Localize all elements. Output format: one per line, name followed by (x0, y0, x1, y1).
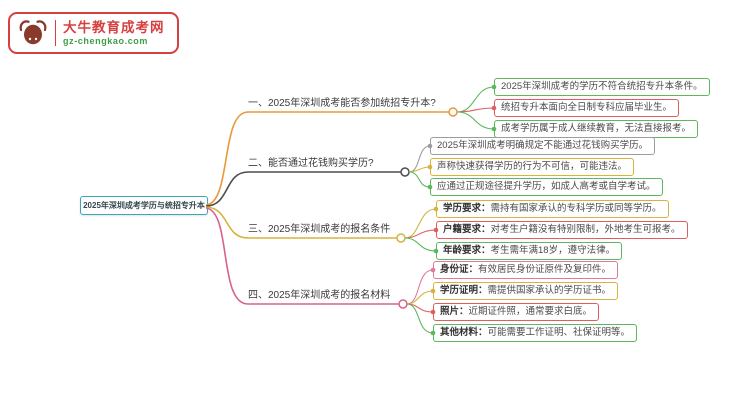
bull-icon (19, 20, 47, 45)
leaf-label: 学历证明： (440, 285, 488, 296)
leaf-item: 2025年深圳成考明确规定不能通过花钱购买学历。 (430, 137, 656, 155)
leaf-link (406, 269, 434, 305)
leaf-item: 年龄要求：考生需年满18岁，遵守法律。 (436, 242, 623, 260)
leaf-text: 有效居民身份证原件及复印件。 (478, 264, 612, 275)
leaf-item: 声称快速获得学历的行为不可信，可能违法。 (430, 158, 635, 176)
logo-domain-text: gz-chengkao.com (63, 36, 149, 47)
leaf-link (456, 111, 495, 130)
leaf-text: 对考生户籍没有特别限制，外地考生可报考。 (490, 224, 681, 235)
leaf-label: 其他材料： (440, 327, 488, 338)
leaf-link (408, 145, 431, 173)
leaf-item: 成考学历属于成人继续教育，无法直接报考。 (494, 120, 699, 138)
branch-4-hub (398, 299, 408, 309)
branch-topic-1: 一、2025年深圳成考能否参加统招专升本? (248, 98, 436, 109)
leaf-label: 户籍要求： (443, 224, 491, 235)
branch-topic-2: 二、能否通过花钱购买学历? (248, 158, 374, 169)
leaf-text: 2025年深圳成考的学历不符合统招专升本条件。 (501, 81, 703, 92)
leaf-text: 声称快速获得学历的行为不可信，可能违法。 (437, 161, 628, 172)
leaf-link (408, 166, 431, 173)
logo-divider (55, 20, 56, 46)
leaf-item: 学历证明：需提供国家承认的学历证书。 (433, 282, 619, 300)
leaf-text: 统招专升本面向全日制专科应届毕业生。 (501, 102, 673, 113)
leaf-item: 2025年深圳成考的学历不符合统招专升本条件。 (494, 78, 710, 96)
leaf-item: 户籍要求：对考生户籍没有特别限制，外地考生可报考。 (436, 221, 688, 239)
leaf-item: 其他材料：可能需要工作证明、社保证明等。 (433, 324, 638, 342)
leaf-link (456, 86, 495, 113)
leaf-link (404, 237, 437, 252)
leaf-label: 学历要求： (443, 203, 491, 214)
branch-topic-4: 四、2025年深圳成考的报名材料 (248, 290, 391, 301)
leaf-text: 应通过正规途径提升学历，如成人高考或自学考试。 (437, 181, 656, 192)
leaf-link (406, 303, 434, 334)
logo-brand-text: 大牛教育成考网 (63, 19, 165, 35)
leaf-item: 应通过正规途径提升学历，如成人高考或自学考试。 (430, 178, 663, 196)
leaf-link (404, 208, 437, 239)
leaf-text: 考生需年满18岁，遵守法律。 (490, 245, 616, 256)
site-logo: 大牛教育成考网 gz-chengkao.com (8, 12, 179, 54)
leaf-item: 身份证：有效居民身份证原件及复印件。 (433, 261, 619, 279)
leaf-item: 学历要求：需持有国家承认的专科学历或同等学历。 (436, 200, 669, 218)
leaf-text: 近期证件照，通常要求白底。 (468, 306, 593, 317)
leaf-link (406, 290, 434, 305)
leaf-text: 可能需要工作证明、社保证明等。 (487, 327, 631, 338)
leaf-link (408, 171, 431, 188)
leaf-label: 身份证： (440, 264, 479, 275)
leaf-text: 需持有国家承认的专科学历或同等学历。 (490, 203, 662, 214)
branch-2-hub (400, 167, 410, 177)
leaf-item: 统招专升本面向全日制专科应届毕业生。 (494, 99, 680, 117)
branch-2-link (205, 171, 401, 207)
root-node: 2025年深圳成考学历与统招专升本 (80, 196, 208, 215)
leaf-text: 2025年深圳成考明确规定不能通过花钱购买学历。 (437, 140, 649, 151)
leaf-text: 成考学历属于成人继续教育，无法直接报考。 (501, 123, 692, 134)
branch-3-hub (396, 233, 406, 243)
leaf-link (456, 107, 495, 113)
leaf-item: 照片：近期证件照，通常要求白底。 (433, 303, 600, 321)
leaf-link (406, 303, 434, 313)
branch-topic-3: 三、2025年深圳成考的报名条件 (248, 224, 391, 235)
leaf-text: 需提供国家承认的学历证书。 (487, 285, 612, 296)
branch-1-hub (448, 107, 458, 117)
leaf-label: 年龄要求： (443, 245, 491, 256)
leaf-label: 照片： (440, 306, 469, 317)
leaf-link (404, 229, 437, 239)
